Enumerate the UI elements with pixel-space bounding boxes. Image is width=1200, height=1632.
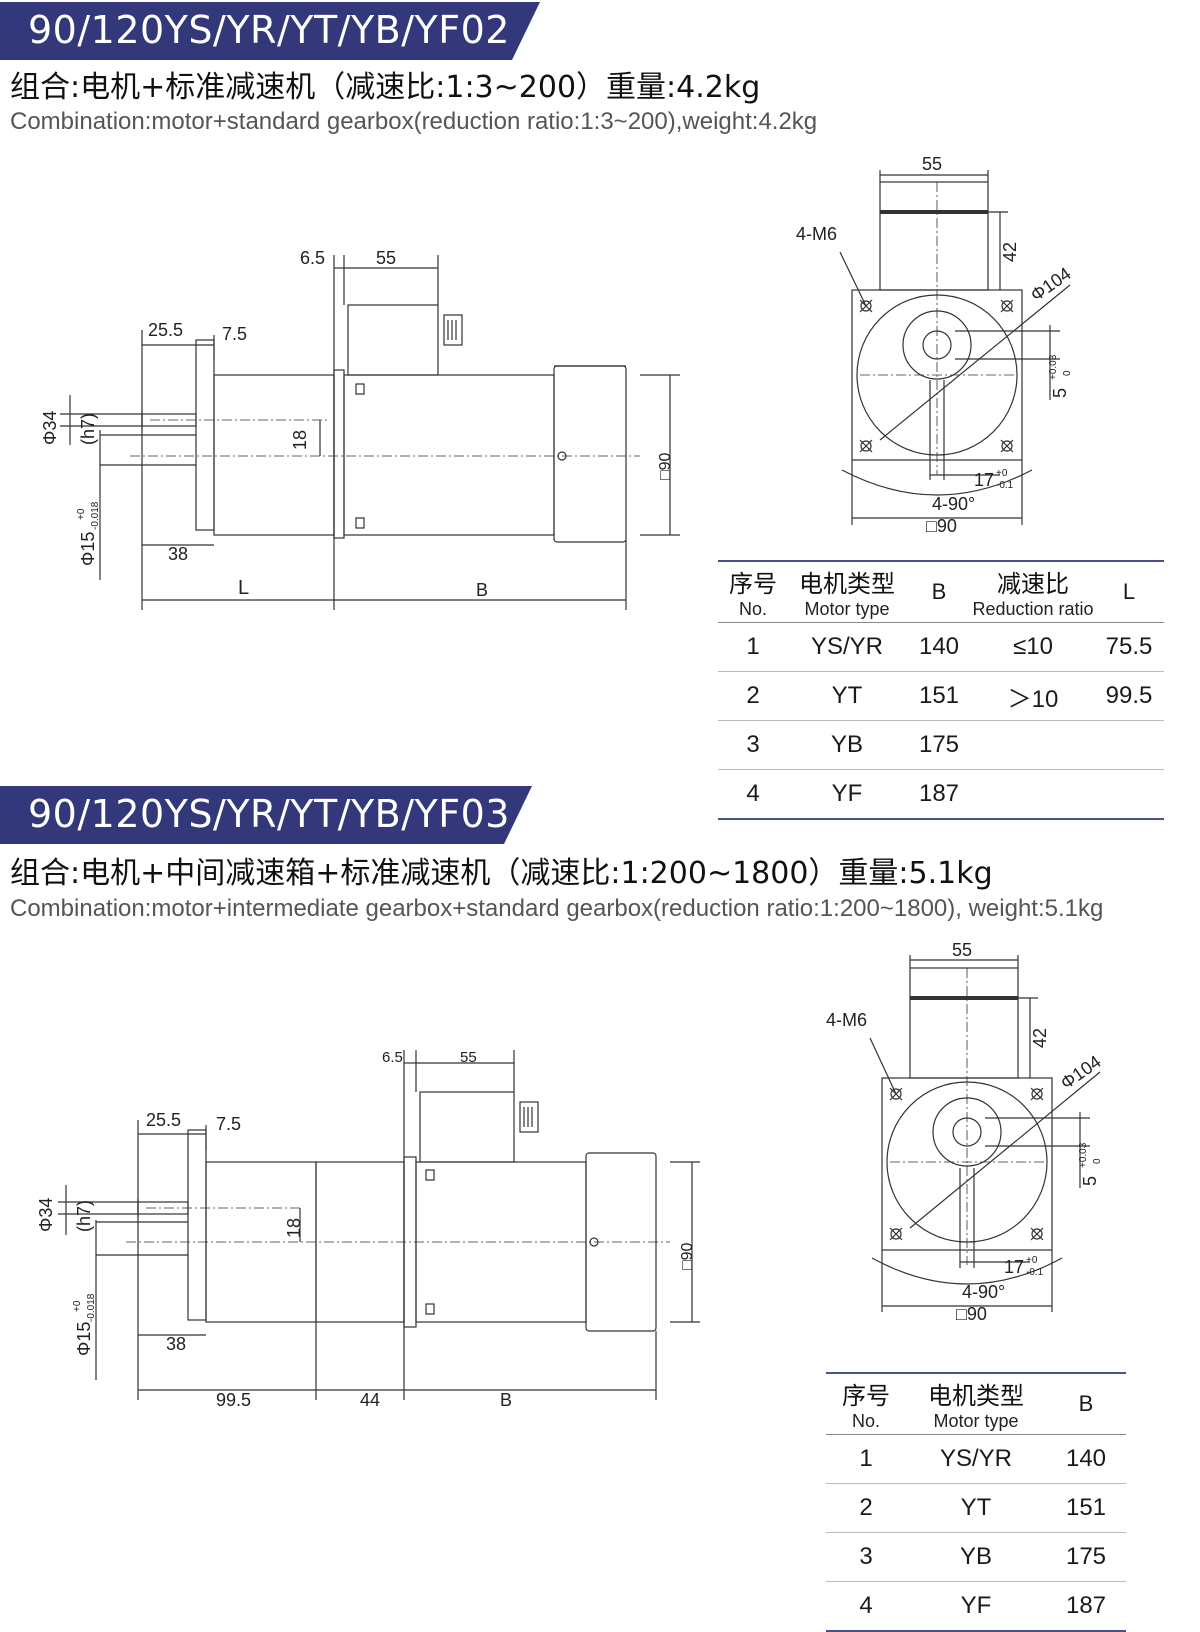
tol-15-bot: -0.018 — [86, 1293, 97, 1322]
banner-shape — [0, 2, 540, 60]
section2-subtitle-en: Combination:motor+intermediate gearbox+s… — [10, 895, 1104, 922]
tol-17-bot: -0.1 — [1026, 1267, 1044, 1278]
dim-18: 18 — [284, 1218, 304, 1238]
section1-title: 90/120YS/YR/YT/YB/YF02 — [28, 8, 510, 52]
tol-15-top: +0 — [76, 508, 87, 520]
section1-spec-table: 序号 No. 电机类型 Motor type B 减速比 Reduction r… — [718, 560, 1164, 820]
section2-subtitle-cn: 组合:电机+中间减速箱+标准减速机（减速比:1:200~1800）重量:5.1k… — [10, 856, 993, 891]
dim-55: 55 — [460, 1049, 477, 1066]
dim-55: 55 — [376, 248, 396, 268]
tol-5-bot: 0 — [1092, 1158, 1103, 1164]
dim-4-90: 4-90° — [962, 1282, 1005, 1302]
dim-B: B — [476, 580, 488, 600]
tol-5-bot: 0 — [1062, 370, 1073, 376]
tol-5-top: +0.03 — [1048, 354, 1059, 380]
section1-front-view — [839, 170, 1071, 525]
dim-phi15: Φ15 — [74, 1322, 94, 1356]
mount-hole — [859, 299, 1014, 453]
col-no: 序号 No. — [826, 1372, 906, 1435]
mount-hole — [889, 1087, 1044, 1241]
col-motor-type: 电机类型 Motor type — [906, 1372, 1046, 1435]
dim-L: L — [238, 577, 249, 599]
dim-4-90: 4-90° — [932, 494, 975, 514]
section1-side-labels: 6.5 55 25.5 7.5 Φ34 (h7) 18 Φ15 +0 -0.01… — [40, 248, 674, 600]
dim-17: 17 — [974, 470, 994, 490]
dim-17: 17 — [1004, 1257, 1024, 1277]
dim-sq90: □90 — [657, 452, 674, 480]
dim-18: 18 — [290, 430, 310, 450]
tol-15-bot: -0.018 — [90, 501, 101, 530]
dim-h7: (h7) — [78, 413, 98, 445]
dim-front-sq90: □90 — [926, 516, 957, 536]
table-row: 1 YS/YR 140 ≤10 75.5 — [718, 622, 1164, 672]
dim-phi34: Φ34 — [40, 411, 60, 445]
dim-5: 5 — [1050, 388, 1070, 398]
table-row: 3 YB 175 — [826, 1532, 1126, 1582]
dim-h7: (h7) — [74, 1200, 94, 1232]
dim-phi104: Φ104 — [1027, 263, 1075, 305]
section2-side-labels: 6.5 55 25.5 7.5 Φ34 (h7) 18 Φ15 +0 -0.01… — [36, 1049, 696, 1410]
table-header-row: 序号 No. 电机类型 Motor type B 减速比 Reduction r… — [718, 560, 1164, 623]
col-ratio: 减速比 Reduction ratio — [972, 560, 1094, 623]
dim-4-m6: 4-M6 — [796, 224, 837, 244]
dim-38: 38 — [166, 1334, 186, 1354]
section1-subtitle-en: Combination:motor+standard gearbox(reduc… — [10, 108, 818, 135]
tol-17-top: +0 — [1026, 1255, 1038, 1266]
dim-phi34: Φ34 — [36, 1198, 56, 1232]
col-no: 序号 No. — [718, 560, 788, 623]
section1-banner: 90/120YS/YR/YT/YB/YF02 — [0, 2, 540, 60]
dim-6-5: 6.5 — [382, 1049, 403, 1066]
section1-side-view — [60, 255, 680, 610]
section2-side-view — [58, 1050, 700, 1400]
tol-17-top: +0 — [996, 468, 1008, 479]
dim-42: 42 — [1030, 1028, 1050, 1048]
dim-4-m6: 4-M6 — [826, 1010, 867, 1030]
col-l: L — [1094, 560, 1164, 623]
section2-spec-table: 序号 No. 电机类型 Motor type B 1 YS/YR 140 2 Y… — [826, 1372, 1126, 1632]
section2-title: 90/120YS/YR/YT/YB/YF03 — [28, 792, 510, 836]
dim-6-5: 6.5 — [300, 248, 325, 268]
dim-phi104: Φ104 — [1057, 1051, 1105, 1093]
table-row: 1 YS/YR 140 — [826, 1434, 1126, 1484]
dim-38: 38 — [168, 544, 188, 564]
section2-banner: 90/120YS/YR/YT/YB/YF03 — [0, 786, 540, 844]
dim-top-55: 55 — [922, 154, 942, 174]
table-header-row: 序号 No. 电机类型 Motor type B — [826, 1372, 1126, 1435]
table-row: 4 YF 187 — [826, 1581, 1126, 1632]
tol-15-top: +0 — [72, 1300, 83, 1312]
table-row: 3 YB 175 — [718, 720, 1164, 770]
dim-42: 42 — [1000, 242, 1020, 262]
dim-sq90: □90 — [679, 1242, 696, 1270]
dim-7-5: 7.5 — [222, 324, 247, 344]
dim-25-5: 25.5 — [146, 1110, 181, 1130]
dim-25-5: 25.5 — [148, 320, 183, 340]
dim-7-5: 7.5 — [216, 1114, 241, 1134]
banner-shape — [0, 786, 532, 844]
dim-5: 5 — [1080, 1176, 1100, 1186]
col-b: B — [1046, 1372, 1126, 1435]
table-row: 2 YT 151 — [826, 1483, 1126, 1533]
dim-99-5: 99.5 — [216, 1390, 251, 1410]
dim-phi15: Φ15 — [78, 532, 98, 566]
dim-B: B — [500, 1390, 512, 1410]
table-row: 4 YF 187 — [718, 769, 1164, 820]
col-b: B — [906, 560, 972, 623]
section1-subtitle-cn: 组合:电机+标准减速机（减速比:1:3~200）重量:4.2kg — [10, 70, 761, 105]
tol-5-top: +0.03 — [1078, 1142, 1089, 1168]
col-motor-type: 电机类型 Motor type — [788, 560, 906, 623]
dim-44: 44 — [360, 1390, 380, 1410]
dim-top-55: 55 — [952, 940, 972, 960]
dim-front-sq90: □90 — [956, 1304, 987, 1324]
tol-17-bot: -0.1 — [996, 480, 1014, 491]
table-row: 2 YT 151 ＞10 99.5 — [718, 671, 1164, 721]
section2-front-view — [869, 955, 1101, 1312]
